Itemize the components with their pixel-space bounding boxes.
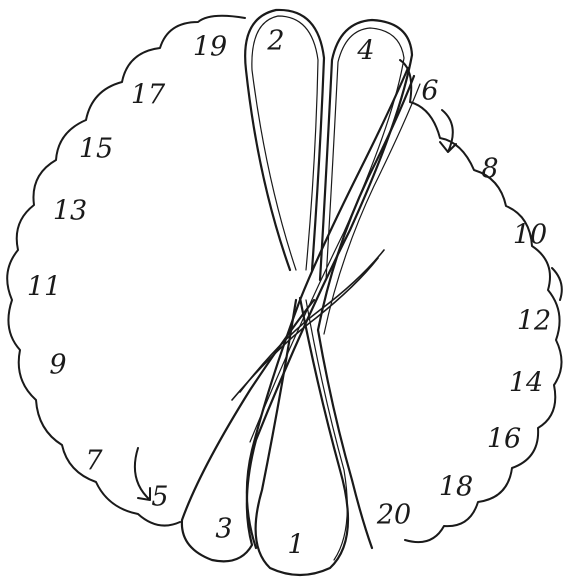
label-19: 19	[193, 32, 227, 63]
label-15: 15	[79, 134, 113, 165]
label-18: 18	[439, 472, 473, 503]
label-20: 20	[376, 500, 411, 531]
label-4: 4	[356, 36, 374, 67]
label-9: 9	[49, 350, 66, 381]
arrow-7-to-5	[135, 448, 150, 500]
label-1: 1	[287, 530, 304, 561]
loop-2-to-1-inner	[252, 16, 347, 560]
loop-2-to-1	[245, 10, 348, 575]
label-3: 3	[215, 514, 232, 545]
label-6: 6	[421, 76, 438, 107]
label-5: 5	[151, 482, 168, 513]
label-13: 13	[53, 196, 87, 227]
label-17: 17	[131, 80, 166, 111]
label-14: 14	[509, 368, 543, 399]
label-16: 16	[487, 424, 521, 455]
label-11: 11	[27, 272, 61, 303]
label-12: 12	[517, 306, 551, 337]
loop-4-to-3	[182, 20, 412, 561]
arrow-6-to-8	[440, 110, 456, 152]
label-7: 7	[85, 446, 103, 477]
label-8: 8	[481, 154, 498, 185]
label-2: 2	[266, 26, 284, 57]
label-10: 10	[513, 220, 547, 251]
scalloped-outline-detail	[552, 268, 562, 300]
